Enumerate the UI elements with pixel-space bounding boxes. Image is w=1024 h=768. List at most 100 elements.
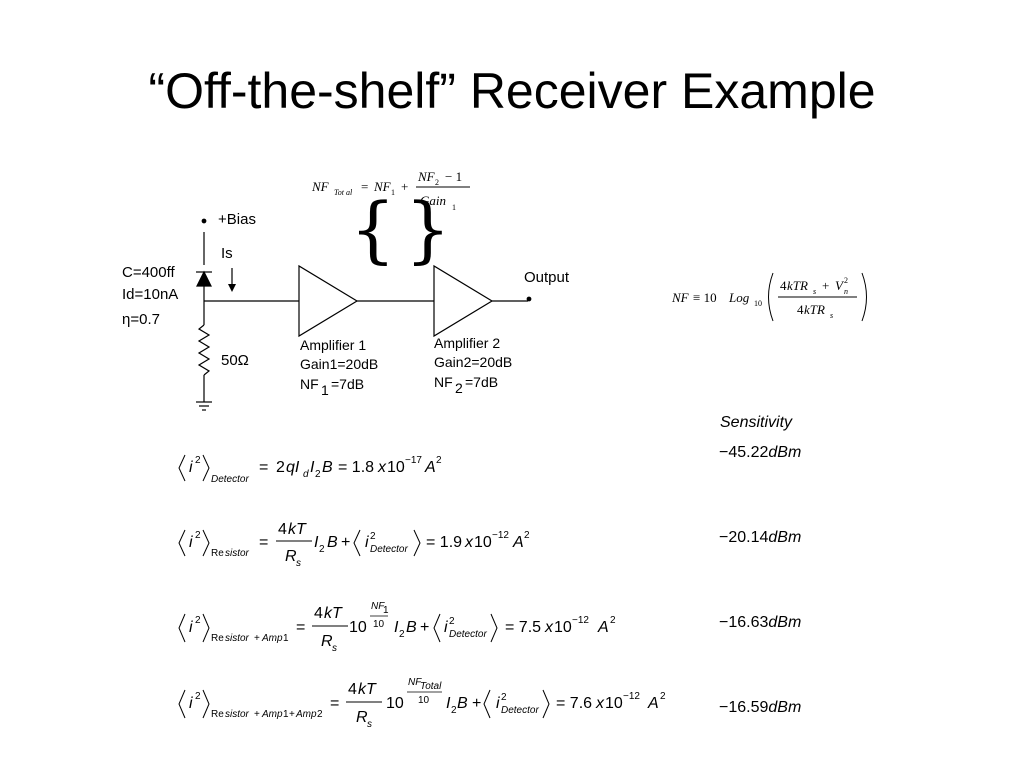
svg-text:Re: Re xyxy=(211,709,224,720)
svg-text:NF: NF xyxy=(371,601,385,612)
svg-text:NF: NF xyxy=(311,179,330,194)
svg-text:−12: −12 xyxy=(623,691,640,702)
svg-text:NF: NF xyxy=(417,169,436,184)
svg-text:Detector: Detector xyxy=(211,474,249,485)
svg-text:2: 2 xyxy=(319,544,325,555)
svg-text:2: 2 xyxy=(195,530,201,541)
svg-text:Amp: Amp xyxy=(261,633,283,644)
resistor-amp1-noise-formula: i 2 Re sistor + Amp 1 = 4 kT R s 10 NF 1… xyxy=(178,601,616,654)
svg-text:2: 2 xyxy=(399,629,405,640)
svg-text:sistor: sistor xyxy=(225,709,250,720)
svg-text:2: 2 xyxy=(524,530,530,541)
svg-text:2: 2 xyxy=(276,459,285,476)
amp1-nf-prefix: NF xyxy=(300,376,319,392)
svg-text:s: s xyxy=(296,558,301,569)
svg-text:x: x xyxy=(595,695,605,712)
amplifier-2-labels: Amplifier 2 Gain2=20dB NF 2 =7dB xyxy=(434,335,512,396)
svg-text:= 7.5: = 7.5 xyxy=(505,619,541,636)
svg-text:+: + xyxy=(254,633,260,644)
amp2-name: Amplifier 2 xyxy=(434,335,500,351)
svg-text:4: 4 xyxy=(348,681,357,698)
photodiode-icon xyxy=(196,270,212,287)
svg-text:R: R xyxy=(321,633,333,650)
svg-text:1: 1 xyxy=(452,203,456,212)
amp2-gain: Gain2=20dB xyxy=(434,354,512,370)
svg-text:10: 10 xyxy=(373,619,385,630)
amp1-nf-value: =7dB xyxy=(331,376,364,392)
svg-text:kT: kT xyxy=(358,681,377,698)
svg-text:Detector: Detector xyxy=(501,705,539,716)
svg-text:+: + xyxy=(289,709,295,720)
svg-text:2: 2 xyxy=(501,692,507,703)
svg-text:=: = xyxy=(259,534,268,551)
svg-text:10: 10 xyxy=(554,619,572,636)
svg-text:kT: kT xyxy=(324,605,343,622)
svg-text:=: = xyxy=(259,459,268,476)
svg-text:B: B xyxy=(322,459,333,476)
svg-text:s: s xyxy=(813,287,816,296)
amp2-nf-prefix: NF xyxy=(434,374,453,390)
svg-text:I: I xyxy=(394,619,399,636)
detector-noise-formula: i 2 Detector = 2 qI d I 2 B = 1.8 x 10 −… xyxy=(178,454,442,485)
svg-text:10: 10 xyxy=(418,695,430,706)
svg-text:B: B xyxy=(457,695,468,712)
svg-text:= 7.6: = 7.6 xyxy=(556,695,592,712)
svg-text:A: A xyxy=(647,695,659,712)
svg-text:s: s xyxy=(367,719,372,730)
svg-text:i: i xyxy=(189,534,193,551)
svg-text:+: + xyxy=(341,534,350,551)
svg-text:Gain: Gain xyxy=(420,193,446,208)
bias-terminal xyxy=(201,218,207,224)
output-terminal xyxy=(526,296,532,302)
dark-current-label: Id=10nA xyxy=(122,286,178,303)
amp2-nf-sub: 2 xyxy=(455,380,463,396)
svg-text:NF: NF xyxy=(373,179,392,194)
svg-text:Detector: Detector xyxy=(449,629,487,640)
svg-text:d: d xyxy=(303,469,309,480)
svg-text:Re: Re xyxy=(211,548,224,559)
svg-text:2: 2 xyxy=(195,615,201,626)
svg-text:I: I xyxy=(314,534,319,551)
svg-text:1: 1 xyxy=(391,188,395,197)
svg-text:Total: Total xyxy=(420,681,442,692)
sensitivity-value-resistor: −20.14dBm xyxy=(719,529,802,546)
sensitivity-header: Sensitivity xyxy=(720,414,793,431)
svg-text:kTR: kTR xyxy=(787,278,808,293)
svg-text:A: A xyxy=(512,534,524,551)
slide-title: “Off-the-shelf” Receiver Example xyxy=(148,63,876,119)
bias-label: +Bias xyxy=(218,211,256,228)
resistor-icon xyxy=(197,324,211,376)
amplifier-1-labels: Amplifier 1 Gain1=20dB NF 1 =7dB xyxy=(300,337,378,398)
svg-text:10: 10 xyxy=(754,299,762,308)
svg-text:10: 10 xyxy=(474,534,492,551)
resistor-noise-formula: i 2 Re sistor = 4 kT R s I 2 B + i 2 Det… xyxy=(178,521,530,569)
svg-text:1: 1 xyxy=(283,633,289,644)
svg-text:sistor: sistor xyxy=(225,633,250,644)
svg-text:10: 10 xyxy=(605,695,623,712)
svg-text:+: + xyxy=(822,278,829,293)
svg-text:Re: Re xyxy=(211,633,224,644)
svg-text:sistor: sistor xyxy=(225,548,250,559)
svg-text:qI: qI xyxy=(286,459,300,476)
svg-text:i: i xyxy=(189,459,193,476)
resistor-label: 50Ω xyxy=(221,352,249,369)
svg-text:2: 2 xyxy=(610,615,616,626)
svg-text:−12: −12 xyxy=(492,530,509,541)
ground-icon xyxy=(196,401,212,411)
svg-text:2: 2 xyxy=(436,455,442,466)
svg-text:2: 2 xyxy=(315,469,321,480)
nf-total-formula: NF Tot al = NF 1 + NF 2 − 1 Gain 1 xyxy=(311,169,470,212)
output-label: Output xyxy=(524,269,570,286)
circuit xyxy=(196,218,532,411)
amp1-gain: Gain1=20dB xyxy=(300,356,378,372)
svg-text:n: n xyxy=(844,287,848,296)
svg-text:4: 4 xyxy=(780,278,787,293)
svg-text:−17: −17 xyxy=(405,455,422,466)
svg-text:Detector: Detector xyxy=(370,544,408,555)
svg-text:Log: Log xyxy=(728,290,750,305)
current-label: Is xyxy=(221,245,233,262)
svg-text:B: B xyxy=(406,619,417,636)
svg-text:2: 2 xyxy=(195,691,201,702)
svg-text:i: i xyxy=(365,534,369,551)
svg-text:I: I xyxy=(446,695,451,712)
